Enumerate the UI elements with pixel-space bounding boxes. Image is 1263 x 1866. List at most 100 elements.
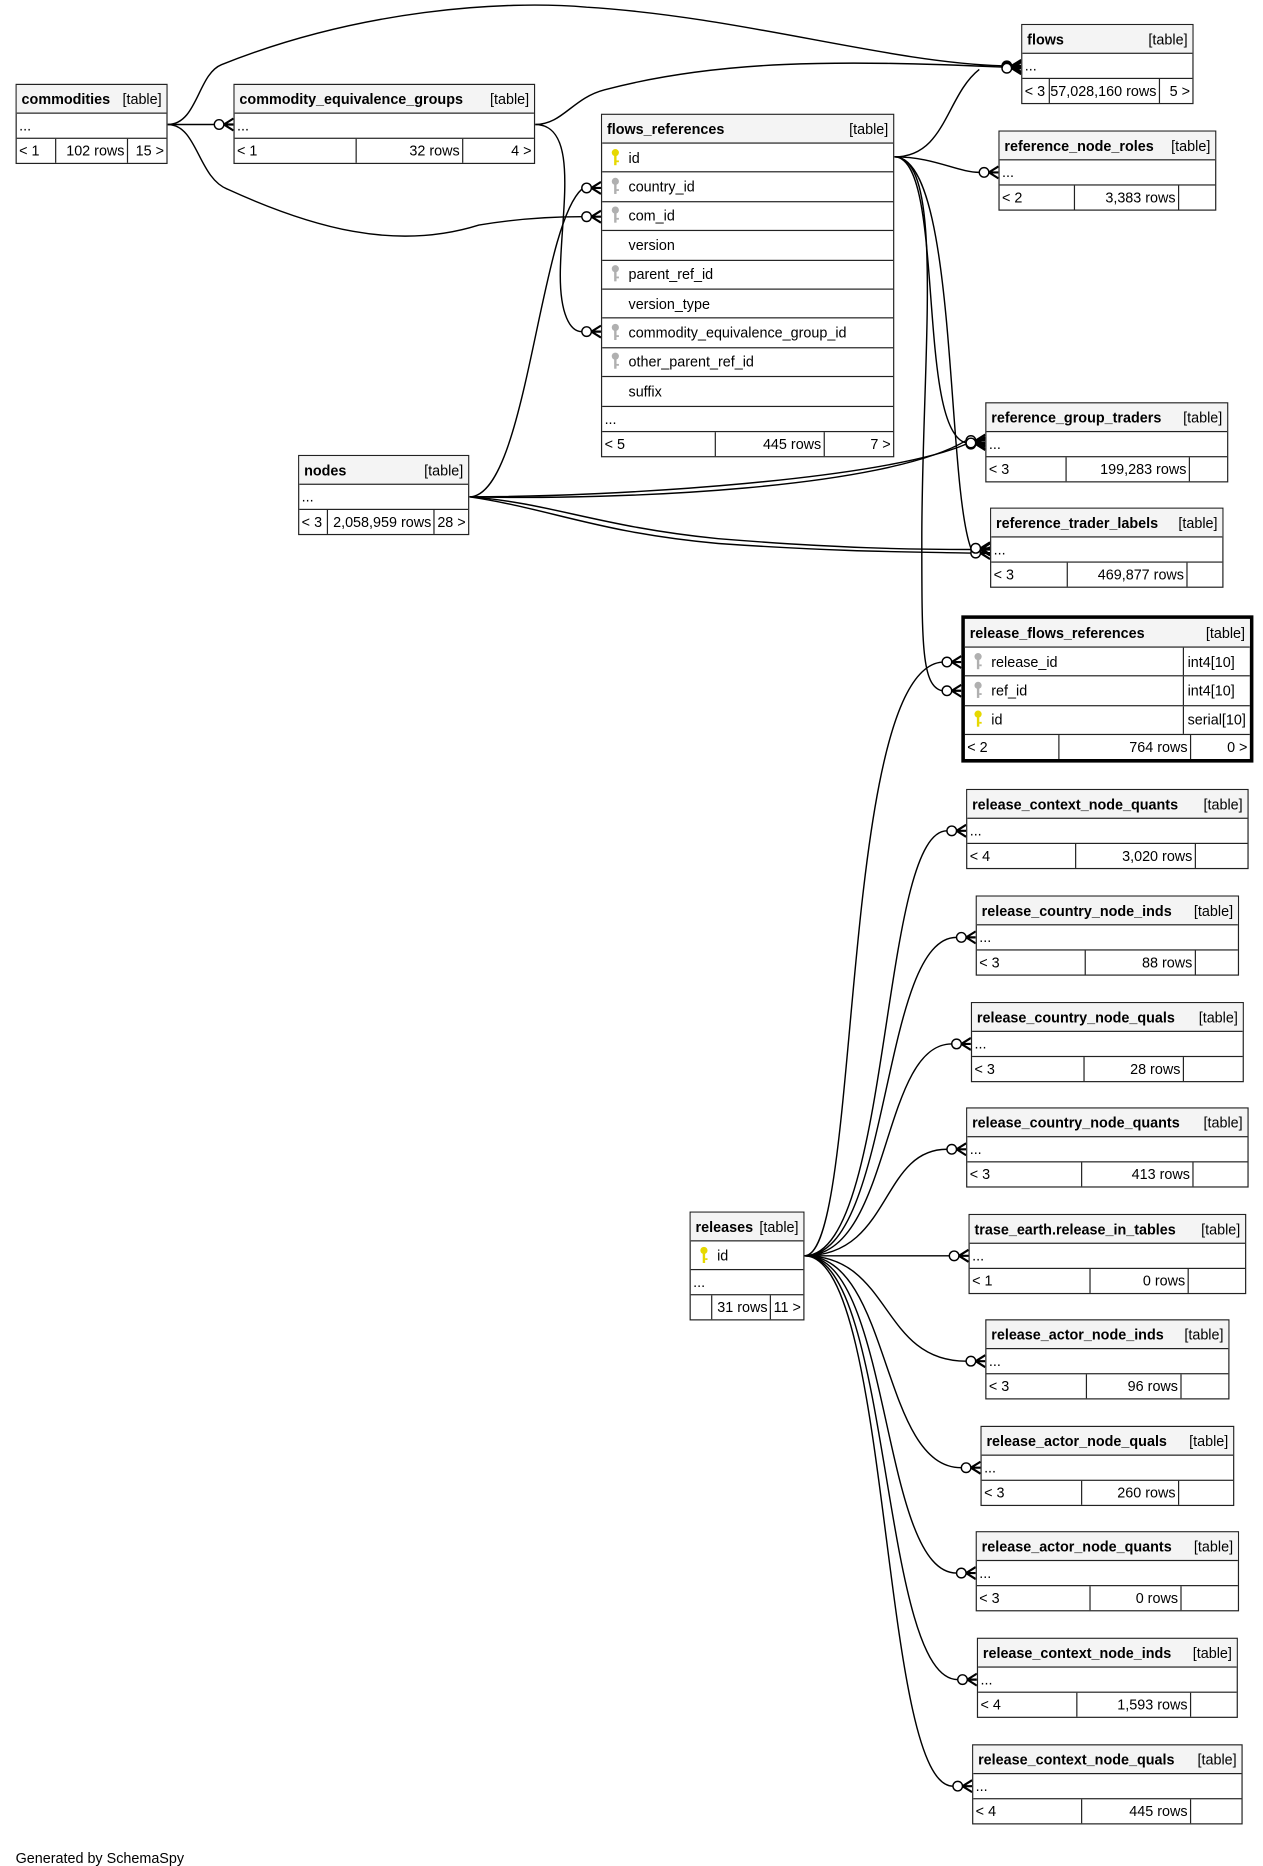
parents-link[interactable]: < 3 xyxy=(988,1377,1010,1395)
table-header[interactable]: release_actor_node_inds[table] xyxy=(986,1320,1229,1350)
table-header[interactable]: release_context_node_quants[table] xyxy=(967,790,1248,819)
table-header[interactable]: release_country_node_quals[table] xyxy=(972,1003,1243,1032)
children-link[interactable] xyxy=(1189,1799,1241,1824)
children-link[interactable]: 7 > xyxy=(823,431,893,456)
children-link[interactable] xyxy=(1182,1057,1243,1082)
parents-link[interactable]: < 5 xyxy=(604,435,625,452)
children-link[interactable] xyxy=(1194,950,1238,975)
parents-link[interactable]: < 1 xyxy=(19,142,40,160)
parents-link[interactable]: < 1 xyxy=(237,142,258,160)
table-header[interactable]: release_context_node_inds[table] xyxy=(978,1638,1237,1668)
parents-link[interactable]: < 3 xyxy=(969,1166,991,1183)
parents-link[interactable]: < 1 xyxy=(972,1272,993,1290)
column-row[interactable]: id xyxy=(602,144,894,173)
column-row[interactable]: parent_ref_id xyxy=(602,260,894,290)
parents-link[interactable]: < 3 xyxy=(988,460,1010,478)
table-name[interactable]: release_flows_references xyxy=(969,624,1145,642)
column-row[interactable]: commodity_equivalence_group_id xyxy=(602,319,894,349)
table-name[interactable]: release_context_node_quals xyxy=(978,1750,1175,1768)
parents-link[interactable]: < 3 xyxy=(993,566,1015,584)
column-row[interactable]: other_parent_ref_id xyxy=(602,348,894,378)
parents-link[interactable]: < 4 xyxy=(969,847,991,865)
table-header[interactable]: releases[table] xyxy=(690,1212,804,1242)
children-link[interactable] xyxy=(1189,1692,1237,1717)
parents-link[interactable]: < 4 xyxy=(975,1802,997,1820)
table-name[interactable]: release_country_node_quals xyxy=(976,1008,1175,1026)
table-name[interactable]: reference_trader_labels xyxy=(996,514,1159,531)
table-header[interactable]: reference_node_roles[table] xyxy=(999,131,1216,161)
parents-link[interactable]: < 3 xyxy=(979,1589,1000,1607)
table-name[interactable]: commodities xyxy=(21,90,111,108)
table-name[interactable]: release_context_node_quants xyxy=(972,795,1179,813)
children-link[interactable] xyxy=(1194,843,1248,868)
table-header[interactable]: release_actor_node_quants[table] xyxy=(976,1532,1238,1562)
children-link[interactable] xyxy=(1187,1268,1245,1293)
table-name[interactable]: commodity_equivalence_groups xyxy=(239,90,463,108)
children-link[interactable]: 11 > xyxy=(769,1295,803,1320)
children-link[interactable] xyxy=(1180,1586,1237,1611)
children-link[interactable]: 0 > xyxy=(1189,735,1250,760)
parents-link[interactable]: < 4 xyxy=(980,1696,1001,1714)
table-name[interactable]: release_actor_node_quants xyxy=(981,1537,1172,1555)
column-row[interactable]: suffix xyxy=(602,377,894,407)
table-header[interactable]: flows[table] xyxy=(1022,25,1193,54)
table-header[interactable]: reference_group_traders[table] xyxy=(986,403,1228,433)
parents-link[interactable] xyxy=(691,1296,711,1320)
table-header[interactable]: commodities[table] xyxy=(16,84,167,114)
parents-link[interactable]: < 2 xyxy=(967,738,988,756)
table-release-flows-references[interactable]: release_flows_references[table]release_i… xyxy=(961,615,1254,763)
table-name[interactable]: release_actor_node_inds xyxy=(991,1325,1164,1343)
table-name[interactable]: release_country_node_quants xyxy=(972,1113,1180,1131)
table-header[interactable]: trase_earth.release_in_tables[table] xyxy=(969,1215,1246,1244)
parents-link[interactable]: < 3 xyxy=(979,954,1000,971)
children-link[interactable] xyxy=(1188,457,1227,482)
table-header[interactable]: commodity_equivalence_groups[table] xyxy=(234,84,534,114)
table-release-country-node-quants[interactable]: release_country_node_quants[table]...< 3… xyxy=(966,1107,1249,1188)
table-name[interactable]: release_actor_node_quals xyxy=(986,1432,1167,1450)
column-row[interactable]: com_id xyxy=(602,202,894,232)
table-name[interactable]: trase_earth.release_in_tables xyxy=(974,1220,1176,1238)
column-row[interactable]: version_type xyxy=(602,290,894,319)
table-trase-earth-release-in-tables[interactable]: trase_earth.release_in_tables[table]...<… xyxy=(968,1213,1247,1295)
table-name[interactable]: nodes xyxy=(304,461,347,479)
table-name[interactable]: reference_group_traders xyxy=(991,408,1162,426)
table-header[interactable]: release_country_node_inds[table] xyxy=(976,896,1238,926)
children-link[interactable] xyxy=(1186,562,1222,587)
table-header[interactable]: release_context_node_quals[table] xyxy=(973,1745,1242,1775)
children-link[interactable] xyxy=(1178,185,1215,210)
column-row[interactable]: id xyxy=(690,1241,804,1271)
table-commodity-equivalence-groups[interactable]: commodity_equivalence_groups[table]...< … xyxy=(233,83,536,165)
children-link[interactable] xyxy=(1180,1374,1228,1399)
table-release-context-node-quants[interactable]: release_context_node_quants[table]...< 4… xyxy=(966,788,1249,870)
children-link[interactable]: 28 > xyxy=(433,509,468,534)
table-name[interactable]: flows xyxy=(1027,30,1064,48)
parents-link[interactable]: < 3 xyxy=(974,1060,995,1078)
column-row[interactable]: country_id xyxy=(602,173,894,203)
column-row[interactable]: version xyxy=(602,231,894,261)
children-link[interactable] xyxy=(1192,1162,1247,1187)
children-link[interactable]: 4 > xyxy=(462,138,534,163)
children-link[interactable]: 5 > xyxy=(1158,79,1193,103)
children-link[interactable] xyxy=(1178,1480,1233,1505)
table-header[interactable]: reference_trader_labels[table] xyxy=(991,508,1223,538)
table-name[interactable]: releases xyxy=(695,1218,754,1235)
table-header[interactable]: release_actor_node_quals[table] xyxy=(981,1427,1234,1456)
table-name[interactable]: flows_references xyxy=(606,120,725,138)
parents-link[interactable]: < 3 xyxy=(1024,82,1046,100)
parents-link[interactable]: < 2 xyxy=(1002,189,1023,206)
table-header[interactable]: release_country_node_quants[table] xyxy=(967,1108,1248,1138)
